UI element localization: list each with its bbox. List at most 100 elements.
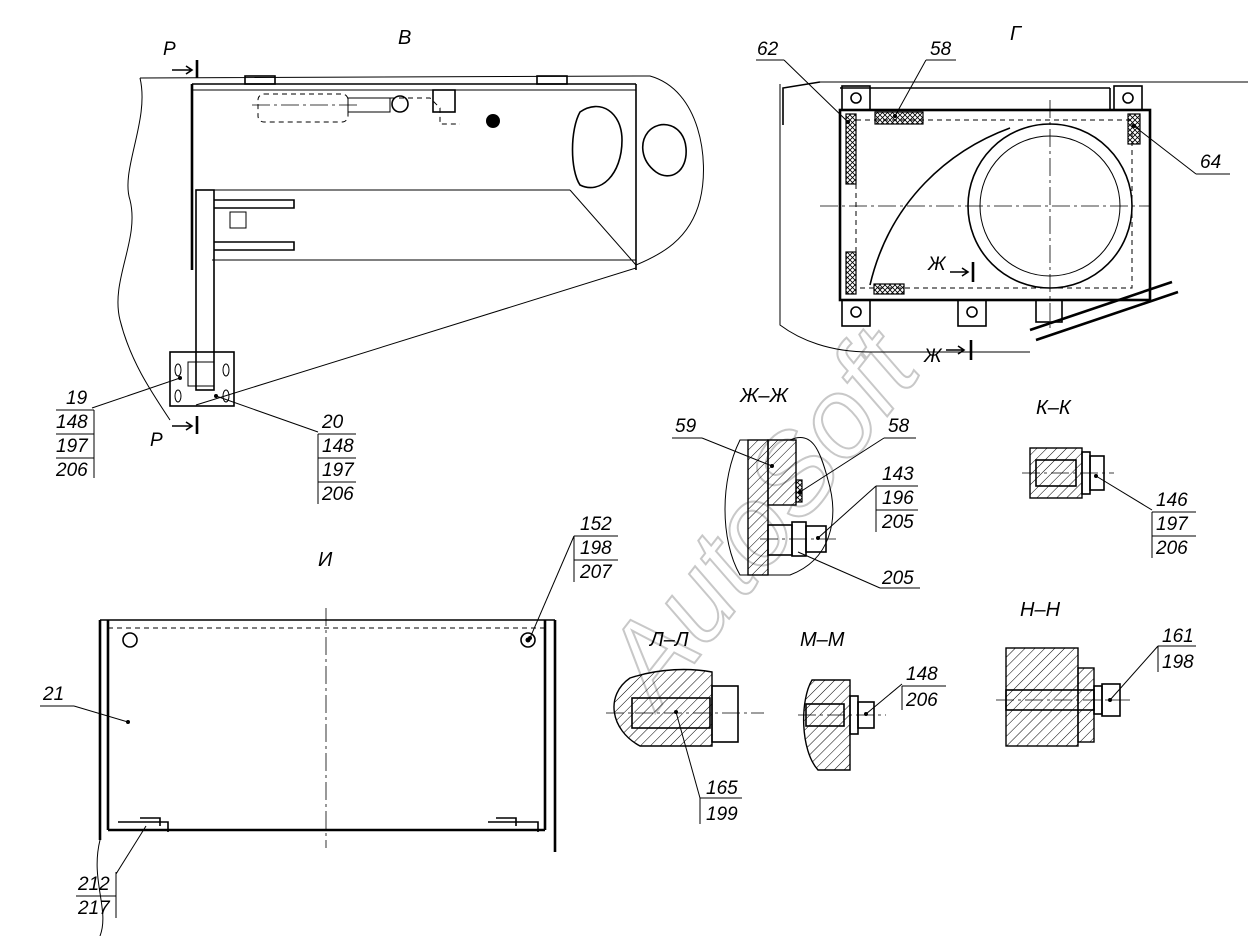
view-v-hinge-right: [536, 75, 568, 85]
svg-text:205: 205: [881, 568, 914, 589]
svg-text:62: 62: [757, 39, 779, 60]
view-v-bracket-top: [214, 199, 295, 209]
section-arrow-p-bottom: [172, 421, 194, 431]
svg-text:148: 148: [56, 412, 88, 433]
svg-text:207: 207: [579, 562, 613, 583]
callout-20: 20 148 197 206: [214, 394, 356, 505]
section-nn: Н–Н 161 198: [996, 599, 1196, 747]
view-i-break: [96, 839, 104, 936]
svg-text:146: 146: [1156, 490, 1188, 511]
section-kk-title: К–К: [1036, 397, 1072, 419]
svg-text:196: 196: [882, 488, 914, 509]
svg-text:206: 206: [321, 484, 354, 505]
section-kk: К–К 146 197 206: [1022, 397, 1196, 559]
view-g-lug-tr: [1113, 85, 1143, 111]
callout-212: 212 217: [76, 825, 147, 919]
svg-text:197: 197: [56, 436, 89, 457]
section-zh-wall: [747, 439, 769, 576]
view-g: Г Ж Ж 62: [756, 23, 1248, 367]
svg-text:58: 58: [930, 39, 952, 60]
view-g-lug-bm: [957, 299, 987, 327]
view-g-seal-bottom: [873, 283, 905, 295]
section-mark-zh-inner: Ж: [927, 254, 947, 275]
view-g-bolt-bottom: [1035, 299, 1063, 323]
view-v-slot-3: [222, 363, 230, 377]
section-ll-body: [613, 668, 713, 747]
view-i-title: И: [318, 549, 333, 571]
callout-58-zh: 58: [798, 416, 916, 494]
view-g-lug-bl: [841, 299, 871, 327]
callout-64: 64: [1132, 124, 1230, 175]
section-mark-p-bottom: Р: [150, 430, 163, 451]
view-v-slot: [641, 123, 687, 177]
section-mm-title: М–М: [800, 629, 845, 651]
view-g-box: [838, 108, 1152, 302]
callout-21: 21: [40, 684, 130, 724]
section-arrow-zh-outer: [946, 345, 966, 355]
section-ll: Л–Л 165 199: [606, 629, 764, 825]
section-nn-block: [1005, 647, 1079, 747]
bolt-icon: [1122, 92, 1134, 104]
callout-143: 143 196 205: [816, 464, 918, 540]
bolt-icon: [850, 306, 862, 318]
view-i-hole-left: [122, 632, 138, 648]
callout-19: 19 148 197 206: [55, 376, 182, 481]
section-ll-nut: [711, 685, 739, 743]
view-g-seal-right: [1127, 113, 1141, 145]
view-v-slot-4: [222, 389, 230, 403]
section-mm-body: [802, 679, 851, 771]
svg-text:206: 206: [55, 460, 88, 481]
svg-text:148: 148: [906, 664, 938, 685]
section-mm: М–М 148 206: [798, 629, 946, 771]
view-v-outline-top: [139, 75, 704, 266]
view-v-latch-bracket: [432, 89, 456, 113]
view-i: И 152 198 207 21: [40, 514, 618, 936]
bolt-icon: [850, 92, 862, 104]
view-v-break-left: [117, 77, 171, 421]
view-g-lug-tl: [841, 85, 871, 111]
view-v-outline-slope: [195, 267, 637, 406]
view-v-title: В: [398, 27, 411, 49]
view-v-hole: [486, 114, 500, 128]
svg-text:206: 206: [905, 690, 938, 711]
section-mark-p-top: Р: [163, 39, 176, 60]
section-mark-zh-outer: Ж: [923, 346, 943, 367]
callout-161: 161 198: [1108, 626, 1196, 702]
view-v-mount-plate: [169, 351, 235, 407]
svg-text:206: 206: [1155, 538, 1188, 559]
section-arrow-zh-inner: [950, 267, 970, 277]
svg-text:143: 143: [882, 464, 914, 485]
svg-text:152: 152: [580, 514, 612, 535]
svg-text:59: 59: [675, 416, 697, 437]
bolt-icon: [966, 306, 978, 318]
svg-text:197: 197: [322, 460, 355, 481]
section-nn-plate: [1077, 667, 1095, 743]
svg-text:198: 198: [1162, 652, 1194, 673]
svg-text:212: 212: [77, 874, 110, 895]
callout-146: 146 197 206: [1094, 474, 1196, 559]
view-v-latch-plate: [257, 93, 349, 123]
view-v-shelf-slope: [569, 189, 637, 266]
svg-text:58: 58: [888, 416, 910, 437]
svg-text:19: 19: [66, 388, 88, 409]
view-v-slot-1: [174, 363, 182, 377]
view-v-mount-nut: [187, 361, 215, 387]
callout-165: 165 199: [674, 710, 742, 825]
callout-205: 205: [797, 551, 920, 589]
view-v-bracket-arm: [195, 189, 215, 391]
view-g-outline: [779, 84, 1030, 353]
callout-152: 152 198 207: [528, 514, 618, 640]
svg-text:205: 205: [881, 512, 914, 533]
view-g-seal-left-bottom: [845, 251, 857, 295]
section-zh-title: Ж–Ж: [739, 385, 789, 407]
callout-62: 62: [756, 39, 850, 124]
view-g-seal-top: [874, 111, 924, 125]
callout-148: 148 206: [864, 664, 946, 716]
view-g-seal-left-top: [845, 113, 857, 185]
svg-text:197: 197: [1156, 514, 1189, 535]
view-g-lip: [782, 81, 821, 125]
view-v: В Р: [55, 27, 704, 505]
view-i-clip-left: [118, 817, 169, 832]
